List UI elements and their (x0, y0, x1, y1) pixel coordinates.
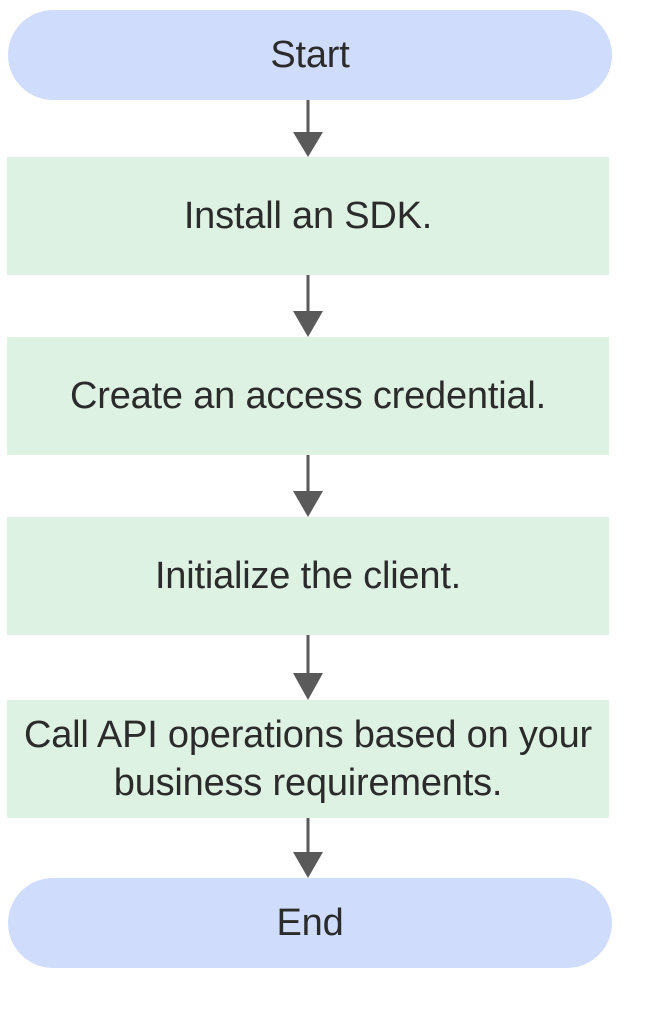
arrow-credential-to-initialize (291, 455, 325, 517)
node-initialize-client[interactable]: Initialize the client. (7, 517, 609, 635)
arrow-callapi-to-end (291, 818, 325, 878)
arrow-install-to-credential (291, 275, 325, 337)
node-install-sdk[interactable]: Install an SDK. (7, 157, 609, 275)
arrow-start-to-install (291, 100, 325, 157)
node-start-label: Start (270, 34, 350, 76)
node-end-label: End (276, 902, 344, 944)
node-create-credential[interactable]: Create an access credential. (7, 337, 609, 455)
node-initialize-client-label: Initialize the client. (154, 555, 462, 597)
node-install-sdk-label: Install an SDK. (183, 195, 433, 237)
arrow-initialize-to-callapi (291, 635, 325, 700)
node-create-credential-label: Create an access credential. (70, 375, 546, 417)
node-start[interactable]: Start (8, 10, 612, 100)
node-call-api-operations-label: Call API operations based on your busine… (24, 714, 592, 804)
node-end[interactable]: End (8, 878, 612, 968)
node-call-api-operations[interactable]: Call API operations based on your busine… (7, 700, 609, 818)
